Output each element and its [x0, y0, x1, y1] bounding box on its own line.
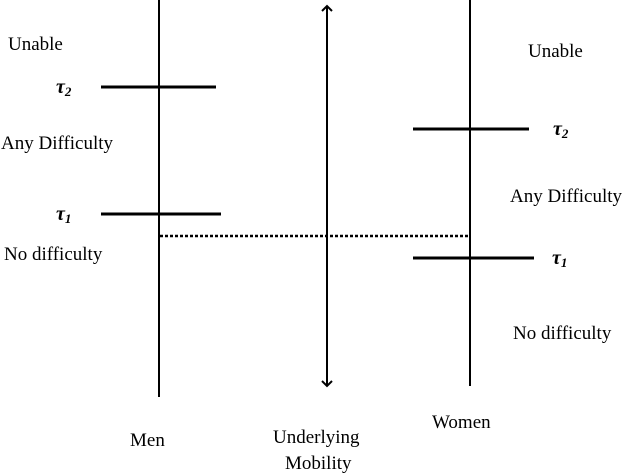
women-any-difficulty-label: Any Difficulty: [510, 186, 623, 207]
men-any-difficulty-label: Any Difficulty: [1, 133, 114, 154]
men-no-difficulty-label: No difficulty: [4, 244, 103, 265]
men-tau2-label: τ2: [56, 76, 72, 99]
men-unable-label: Unable: [8, 34, 63, 55]
men-tau1-label: τ1: [56, 203, 71, 226]
underlying-mobility-label-line1: Underlying: [273, 427, 360, 448]
men-axis-label: Men: [130, 430, 165, 451]
women-no-difficulty-label: No difficulty: [513, 323, 612, 344]
women-unable-label: Unable: [528, 41, 583, 62]
women-axis-label: Women: [432, 412, 491, 433]
underlying-mobility-label-line2: Mobility: [285, 453, 352, 474]
women-tau2-label: τ2: [553, 118, 569, 141]
women-tau1-label: τ1: [552, 247, 567, 270]
